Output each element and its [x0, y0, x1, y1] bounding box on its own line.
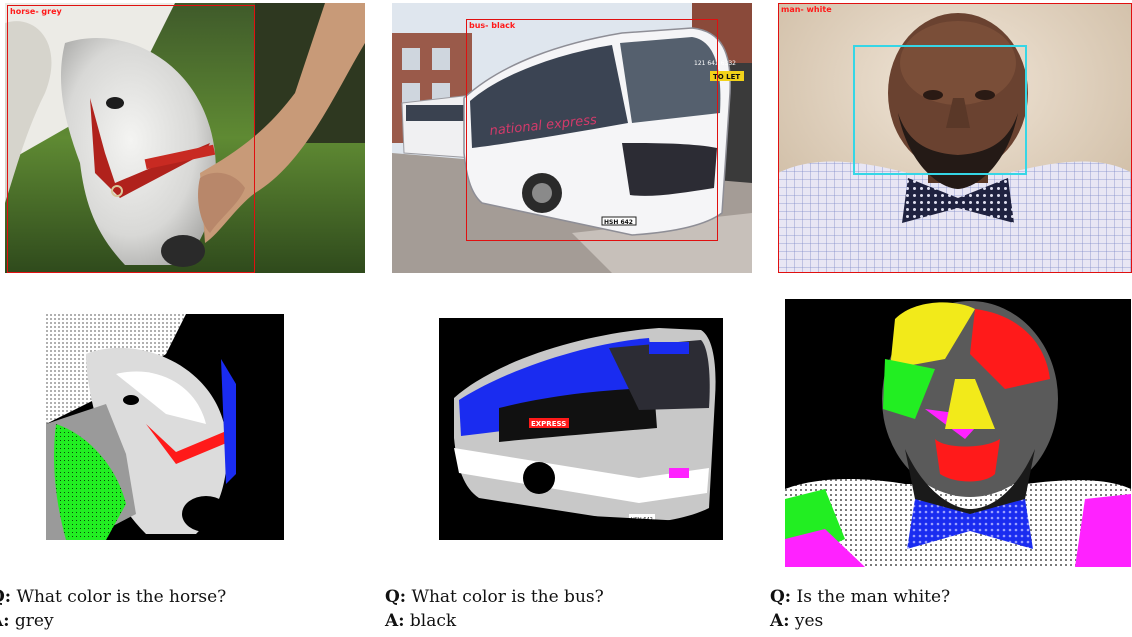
q-prefix: Q: [770, 587, 792, 607]
bus-phone-text: 121 642 6332 [694, 60, 736, 67]
answer-text: black [409, 611, 457, 631]
answer-text: grey [14, 611, 54, 631]
qa-caption-horse: Q: What color is the horse? A: grey [0, 585, 226, 633]
question-text: Is the man white? [796, 587, 951, 607]
horse-seg-svg [46, 314, 284, 540]
man-photo-svg [778, 3, 1132, 273]
horse-box-label: horse- grey [10, 7, 62, 16]
answer-line: A: yes [770, 609, 950, 633]
face-bounding-box [853, 45, 1027, 175]
q-prefix: Q: [385, 587, 407, 607]
a-prefix: A: [770, 611, 790, 631]
horse-photo-svg [5, 3, 365, 273]
horse-bounding-box: horse- grey [7, 5, 255, 273]
man-photo: man- white [778, 3, 1132, 273]
bus-seg-svg: EXPRESS HSH 642 [439, 318, 723, 540]
man-seg-svg [785, 299, 1131, 567]
answer-text: yes [794, 611, 824, 631]
bus-photo: TO LET 121 642 6332 national express HSH… [392, 3, 752, 273]
answer-line: A: grey [0, 609, 226, 633]
qa-caption-bus: Q: What color is the bus? A: black [385, 585, 604, 633]
man-segmentation-map [785, 299, 1131, 567]
horse-segmentation-map [46, 314, 284, 540]
bus-photo-svg: TO LET 121 642 6332 national express HSH… [392, 3, 752, 273]
answer-line: A: black [385, 609, 604, 633]
qa-caption-man: Q: Is the man white? A: yes [770, 585, 950, 633]
horse-photo: horse- grey [5, 3, 365, 273]
bus-sign-text: TO LET [713, 73, 740, 81]
a-prefix: A: [385, 611, 405, 631]
seg-brand-text: EXPRESS [531, 420, 566, 428]
bus-plate-text: HSH 642 [604, 219, 633, 226]
q-prefix: Q: [0, 587, 12, 607]
man-box-label: man- white [781, 5, 832, 14]
question-line: Q: Is the man white? [770, 585, 950, 609]
question-text: What color is the horse? [16, 587, 227, 607]
question-line: Q: What color is the bus? [385, 585, 604, 609]
bus-segmentation-map: EXPRESS HSH 642 [439, 318, 723, 540]
question-text: What color is the bus? [411, 587, 604, 607]
bus-bounding-box: bus- black [466, 19, 718, 241]
a-prefix: A: [0, 611, 10, 631]
question-line: Q: What color is the horse? [0, 585, 226, 609]
bus-box-label: bus- black [469, 21, 516, 30]
